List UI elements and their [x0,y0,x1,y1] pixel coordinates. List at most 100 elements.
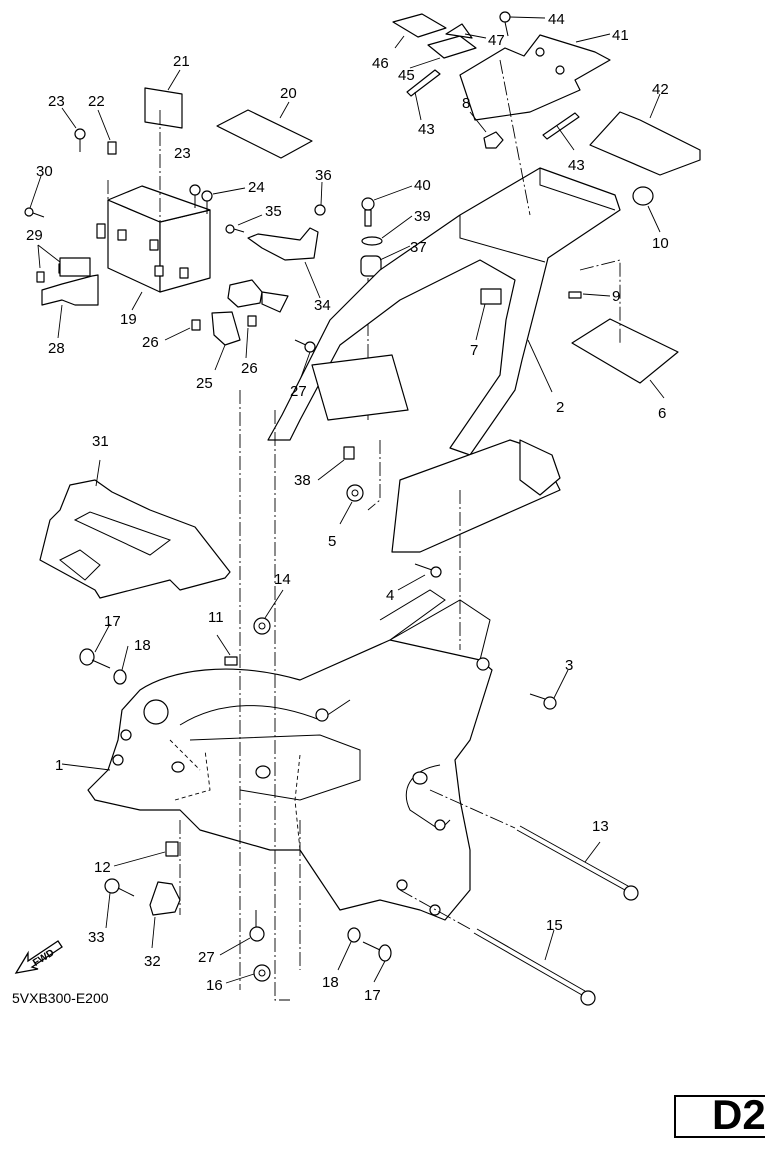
part-44-bolt[interactable] [499,11,546,37]
part-22-nut[interactable] [97,109,117,155]
callout-5: 5 [328,533,336,550]
callout-4: 4 [386,587,394,604]
part-45-label[interactable] [409,35,477,69]
part-28-bracket[interactable] [41,257,99,339]
callout-32: 32 [144,953,161,970]
callout-17a: 17 [104,613,121,630]
callout-20: 20 [280,85,297,102]
callout-18a: 18 [134,637,151,654]
part-3-bolt[interactable] [529,669,569,710]
callout-45: 45 [398,67,415,84]
callout-27a: 27 [290,383,307,400]
callout-28: 28 [48,340,65,357]
part-12-clip[interactable] [113,841,179,867]
part-26-nut-a[interactable] [164,319,201,341]
callout-24: 24 [248,179,265,196]
part-41-bracket[interactable] [459,33,611,121]
callout-35: 35 [265,203,282,220]
part-33-bolt[interactable] [104,878,135,929]
callout-46: 46 [372,55,389,72]
part-17-bolt-a[interactable] [79,623,111,669]
part-26-nut-b[interactable] [245,315,257,359]
callout-15: 15 [546,917,563,934]
part-15-long-bolt[interactable] [473,928,596,1006]
callout-38: 38 [294,472,311,489]
part-14-nut[interactable] [253,589,284,635]
part-10-cap[interactable] [632,186,661,233]
callout-19: 19 [120,311,137,328]
part-9-damper[interactable] [568,291,611,299]
part-11-clip[interactable] [216,634,238,666]
part-7-bracket[interactable] [475,288,502,341]
part-35-bolt[interactable] [225,214,263,234]
callout-10: 10 [652,235,669,252]
callout-25: 25 [196,375,213,392]
callout-26a: 26 [142,334,159,351]
diagram-code: 5VXB300-E200 [12,990,109,1006]
part-34-band[interactable] [247,227,321,299]
part-17-bolt-b[interactable] [362,941,392,983]
part-46-label[interactable] [392,13,447,49]
callout-23a: 23 [48,93,65,110]
part-40-screw[interactable] [361,185,413,227]
callout-33: 33 [88,929,105,946]
callout-36: 36 [315,167,332,184]
part-4-bolt[interactable] [397,563,442,591]
part-18-washer-a[interactable] [113,645,129,685]
page-id: D2 [712,1091,765,1138]
callout-23b: 23 [174,145,191,162]
callout-18b: 18 [322,974,339,991]
callout-16: 16 [206,977,223,994]
part-39-washer[interactable] [361,215,413,246]
part-2-rear-frame[interactable] [267,167,621,553]
part-47-warning-label[interactable] [445,23,487,39]
callout-14: 14 [274,571,291,588]
callout-47: 47 [488,32,505,49]
callout-2: 2 [556,399,564,416]
part-6-sheet[interactable] [571,318,679,399]
part-30-bolt[interactable] [24,175,45,218]
callout-17b: 17 [364,987,381,1004]
callout-39: 39 [414,208,431,225]
part-32-bracket[interactable] [149,881,181,949]
callout-44: 44 [548,11,565,28]
part-36-clip[interactable] [314,181,326,216]
part-37-grommet[interactable] [360,245,411,277]
callout-30: 30 [36,163,53,180]
part-23-bolt-b[interactable] [189,184,201,208]
part-21-label[interactable] [144,69,183,129]
part-13-long-bolt[interactable] [516,825,639,901]
part-25-bracket[interactable] [211,279,289,371]
callout-42: 42 [652,81,669,98]
part-27-bolt-b[interactable] [219,910,265,956]
part-20-cover[interactable] [216,101,313,159]
part-16-nut[interactable] [225,964,271,984]
part-31-heat-shield[interactable] [39,459,231,599]
part-42-mudguard[interactable] [589,93,701,176]
callout-43b: 43 [568,157,585,174]
callout-7: 7 [470,342,478,359]
callout-29: 29 [26,227,43,244]
part-23-bolt-a[interactable] [61,107,86,152]
callout-11: 11 [208,609,224,626]
callout-27b: 27 [198,949,215,966]
part-43-damper-a[interactable] [406,69,441,121]
part-8-holder[interactable] [469,111,504,149]
part-43-damper-b[interactable] [542,112,580,151]
part-19-battery-box[interactable] [96,185,211,311]
callout-37: 37 [410,239,427,256]
callout-43a: 43 [418,121,435,138]
callout-9: 9 [612,288,620,305]
part-5-nut[interactable] [339,484,364,525]
callout-40: 40 [414,177,431,194]
part-24-bolt[interactable] [201,187,246,214]
fwd-arrow-icon: FWD [14,940,63,974]
callout-12: 12 [94,859,111,876]
part-18-washer-b[interactable] [337,927,361,971]
callout-34: 34 [314,297,331,314]
part-38-collar[interactable] [317,446,355,481]
part-1-main-frame[interactable] [61,589,493,921]
callout-1: 1 [55,757,63,774]
callout-22: 22 [88,93,105,110]
